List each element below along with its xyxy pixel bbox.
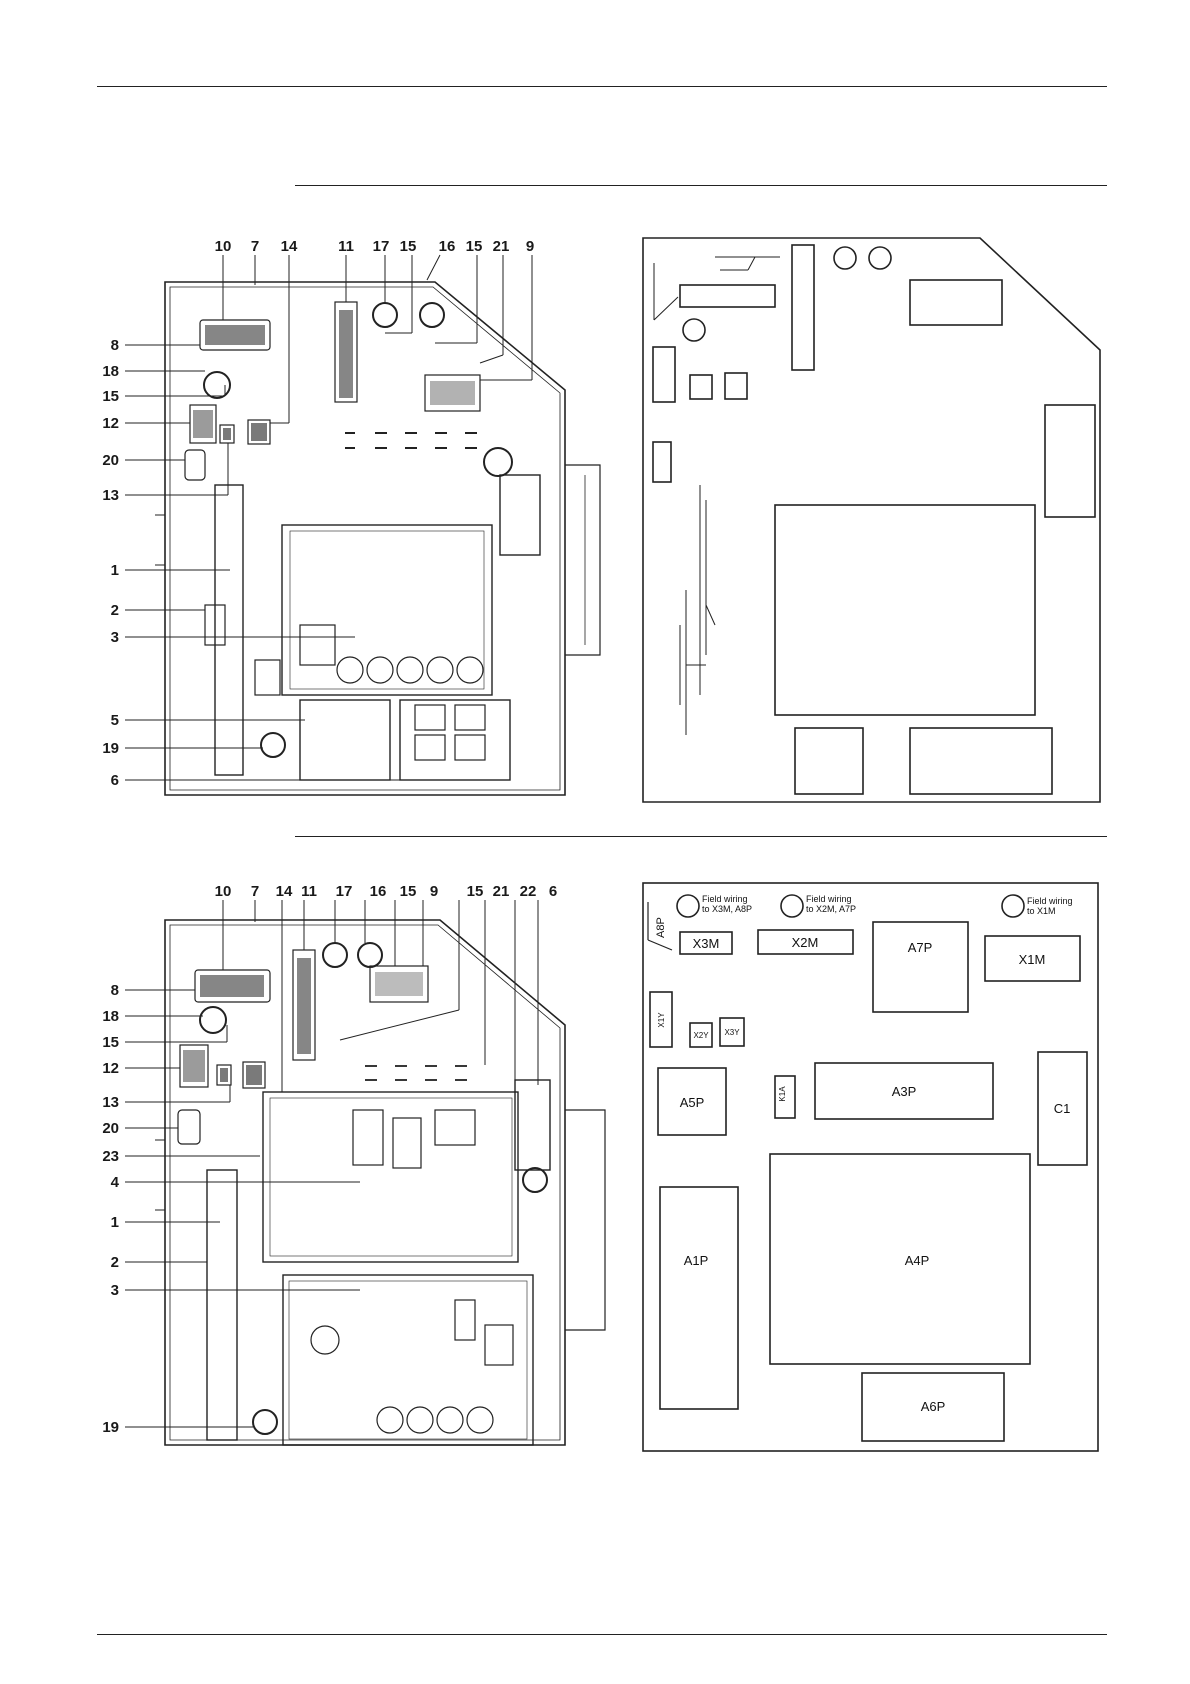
label-a7p: A7P [908, 940, 933, 955]
label-a5p: A5P [680, 1095, 705, 1110]
callouts-left-column-bottom: 8 18 15 12 13 20 23 4 1 2 3 19 [102, 982, 119, 1436]
section-rule-middle [295, 836, 1107, 837]
callout-2: 2 [111, 602, 119, 619]
callout-15-left: 15 [102, 388, 119, 405]
header-rule [97, 86, 1107, 87]
field-wiring-2-line1: Field wiring [806, 894, 852, 904]
callout-14: 14 [281, 238, 298, 255]
callouts-top-row: 10 7 14 11 17 15 16 15 21 9 [215, 238, 535, 255]
label-a1p: A1P [684, 1253, 709, 1268]
callout-19: 19 [102, 1419, 119, 1436]
callout-15b: 15 [467, 883, 484, 900]
callout-4: 4 [111, 1174, 120, 1191]
switchbox-drawing-top: 10 7 14 11 17 15 16 15 21 9 8 18 15 12 2… [95, 235, 615, 815]
switchbox-drawing-bottom: 10 7 14 11 17 16 15 9 15 21 22 6 8 18 15… [95, 880, 615, 1460]
layout-schematic-top [640, 235, 1105, 805]
callout-6: 6 [111, 772, 119, 789]
a7p-block [873, 922, 968, 1012]
callout-6: 6 [549, 883, 557, 900]
callouts-left-column: 8 18 15 12 20 13 1 2 3 5 19 6 [102, 337, 119, 789]
callout-2: 2 [111, 1254, 119, 1271]
callout-18: 18 [102, 363, 119, 380]
field-wiring-hole-3 [1002, 895, 1024, 917]
callout-20: 20 [102, 452, 119, 469]
callout-10: 10 [215, 883, 232, 900]
label-a4p: A4P [905, 1253, 930, 1268]
callout-14: 14 [276, 883, 293, 900]
callout-3: 3 [111, 629, 119, 646]
callout-17: 17 [336, 883, 353, 900]
callouts-top-row-bottom: 10 7 14 11 17 16 15 9 15 21 22 6 [215, 883, 558, 900]
a1p-block [660, 1187, 738, 1409]
a4p-block [770, 1154, 1030, 1364]
callout-19: 19 [102, 740, 119, 757]
callout-18: 18 [102, 1008, 119, 1025]
callout-12: 12 [102, 415, 119, 432]
callout-21: 21 [493, 238, 510, 255]
callout-15: 15 [400, 883, 417, 900]
callout-22: 22 [520, 883, 537, 900]
schematic-outline [643, 238, 1100, 802]
callout-9: 9 [526, 238, 534, 255]
callout-5: 5 [111, 712, 119, 729]
label-a8p: A8P [655, 917, 667, 938]
label-x3m: X3M [693, 936, 720, 951]
callout-12: 12 [102, 1060, 119, 1077]
pcb-outlines-bottom [207, 1080, 550, 1445]
field-wiring-2-line2: to X2M, A7P [806, 904, 856, 914]
label-a6p: A6P [921, 1399, 946, 1414]
label-k1a: K1A [778, 1086, 787, 1102]
pcb-outlines [215, 475, 540, 780]
label-x1m: X1M [1019, 952, 1046, 967]
layout-schematic-bottom: A8P Field wiring to X3M, A8P Field wirin… [640, 880, 1105, 1455]
callout-15-left: 15 [102, 1034, 119, 1051]
field-wiring-hole-2 [781, 895, 803, 917]
callout-17: 17 [373, 238, 390, 255]
field-wiring-1-line2: to X3M, A8P [702, 904, 752, 914]
callout-8: 8 [111, 337, 119, 354]
callout-23: 23 [102, 1148, 119, 1165]
callout-15b: 15 [466, 238, 483, 255]
callout-3: 3 [111, 1282, 119, 1299]
section-rule-top [295, 185, 1107, 186]
callout-16: 16 [370, 883, 387, 900]
callout-1: 1 [111, 562, 119, 579]
callout-13: 13 [102, 1094, 119, 1111]
callout-10: 10 [215, 238, 232, 255]
field-wiring-hole-1 [677, 895, 699, 917]
callout-20: 20 [102, 1120, 119, 1137]
label-x2m: X2M [792, 935, 819, 950]
field-wiring-3-line1: Field wiring [1027, 896, 1073, 906]
callout-21: 21 [493, 883, 510, 900]
callout-11: 11 [301, 883, 317, 900]
field-wiring-3-line2: to X1M [1027, 906, 1056, 916]
label-x1y: X1Y [657, 1012, 666, 1028]
label-a3p: A3P [892, 1084, 917, 1099]
callout-15: 15 [400, 238, 417, 255]
callout-11: 11 [338, 238, 354, 255]
callout-8: 8 [111, 982, 119, 999]
callout-13: 13 [102, 487, 119, 504]
label-c1: C1 [1054, 1101, 1071, 1116]
callout-16: 16 [439, 238, 456, 255]
callout-9: 9 [430, 883, 438, 900]
callout-7: 7 [251, 883, 259, 900]
label-x3y: X3Y [724, 1028, 740, 1037]
callout-leaders-top [125, 255, 532, 780]
callout-1: 1 [111, 1214, 119, 1231]
callout-leaders-bottom [125, 900, 538, 1427]
label-x2y: X2Y [693, 1031, 709, 1040]
footer-rule [97, 1634, 1107, 1635]
enclosure-outline [155, 282, 600, 795]
field-wiring-1-line1: Field wiring [702, 894, 748, 904]
callout-7: 7 [251, 238, 259, 255]
